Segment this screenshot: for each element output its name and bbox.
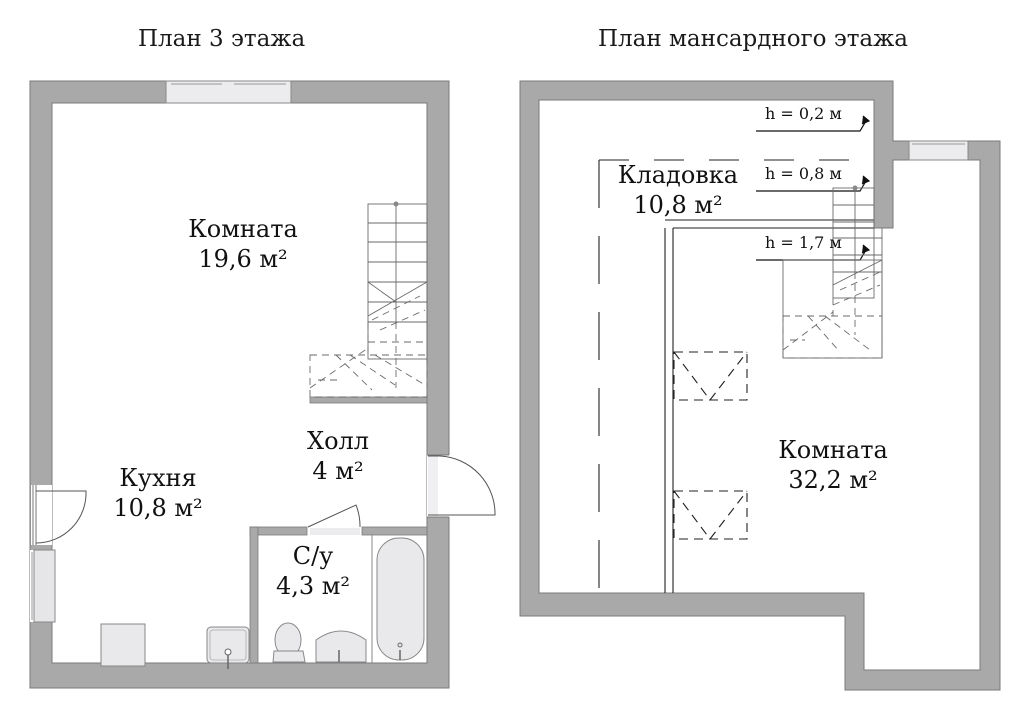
floor-3-plan-title: План 3 этажа (138, 26, 306, 52)
height-mark-0-2: h = 0,2 м (765, 104, 842, 123)
room-name: Комната (188, 215, 298, 243)
bathroom-door (307, 504, 361, 535)
attic-plan (519, 80, 1001, 691)
top-window (165, 80, 292, 104)
skylight-upper (673, 351, 748, 401)
hall-entrance-door (427, 454, 496, 518)
attic-window (908, 140, 969, 161)
bathroom-sink (315, 630, 367, 663)
room-label-hall: Холл 4 м² (283, 426, 393, 486)
room-area: 32,2 м² (788, 466, 878, 494)
height-mark-1-7: h = 1,7 м (765, 233, 842, 252)
room-name: С/у (292, 542, 334, 570)
kitchen-stove (100, 623, 146, 667)
room-area: 4,3 м² (275, 572, 351, 600)
room-name: Комната (778, 436, 888, 464)
room-name: Холл (306, 427, 370, 455)
kitchen-side-door (31, 485, 87, 545)
height-mark-0-8: h = 0,8 м (765, 164, 842, 183)
room-area: 10,8 м² (113, 494, 203, 522)
room-area: 19,6 м² (198, 245, 288, 273)
floor-3-staircase (309, 201, 428, 398)
floor-3-plan (29, 80, 496, 689)
room-label-kitchen: Кухня 10,8 м² (88, 463, 228, 523)
room-name: Кухня (119, 464, 197, 492)
room-label-bathroom: С/у 4,3 м² (258, 541, 368, 601)
attic-staircase (782, 185, 883, 359)
stair-partition-wall (309, 396, 428, 404)
room-label-attic-room: Комната 32,2 м² (763, 435, 903, 495)
room-label-storage: Кладовка 10,8 м² (603, 160, 753, 220)
toilet (272, 622, 306, 663)
kitchen-window (30, 549, 56, 623)
storage-boundary (598, 159, 874, 593)
room-name: Кладовка (617, 161, 739, 189)
skylight-lower (673, 490, 748, 540)
floor-3-outer-walls (29, 80, 450, 689)
bathroom-partition-walls (249, 526, 428, 664)
attic-outer-walls (519, 80, 1001, 691)
kitchen-sink (206, 626, 250, 669)
room-area: 4 м² (312, 457, 364, 485)
room-area: 10,8 м² (633, 191, 723, 219)
bathtub (376, 537, 425, 661)
attic-plan-title: План мансардного этажа (598, 26, 909, 52)
room-label-living-room: Комната 19,6 м² (163, 214, 323, 274)
